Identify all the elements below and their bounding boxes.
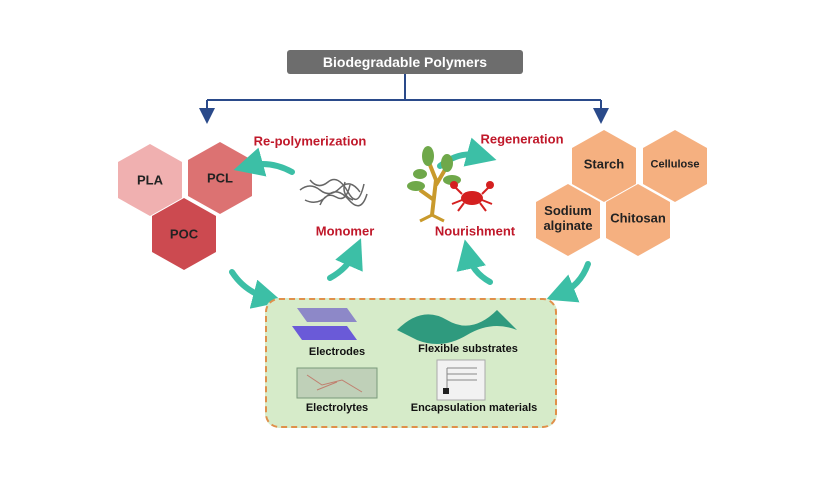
title-box: Biodegradable Polymers — [287, 50, 523, 74]
label-flexible-substrates: Flexible substrates — [418, 343, 518, 355]
teal-arrows — [229, 137, 591, 309]
flexible-substrate-icon — [397, 310, 517, 344]
label-cellulose: Cellulose — [650, 158, 700, 171]
label-chitosan: Chitosan — [610, 210, 666, 226]
hex-poc — [152, 198, 216, 270]
label-poc: POC — [169, 226, 199, 242]
plant-icon — [407, 146, 461, 223]
label-starch: Starch — [583, 156, 625, 172]
label-monomer: Monomer — [315, 223, 375, 239]
label-pcl: PCL — [207, 170, 233, 186]
electrodes-icon — [292, 308, 357, 340]
label-electrolytes: Electrolytes — [305, 402, 369, 414]
arrow-apps-to-monomer — [327, 238, 363, 281]
encapsulation-icon — [436, 359, 486, 401]
label-regeneration: Regeneration — [480, 131, 564, 147]
monomer-icon — [299, 178, 368, 207]
arrow-apps-to-nourishment — [456, 239, 493, 285]
hex-pla — [118, 144, 182, 216]
crab-icon — [450, 181, 494, 212]
hexagons — [118, 130, 707, 270]
hex-cellulose — [643, 130, 707, 202]
arrow-to-synthetic — [233, 147, 295, 177]
label-nourishment: Nourishment — [434, 223, 516, 239]
label-sodium-alginate: Sodium alginate — [543, 203, 593, 233]
label-repolymerization: Re-polymerization — [253, 133, 367, 149]
hex-chitosan — [606, 184, 670, 256]
applications-box: Electrodes Flexible substrates Electroly… — [265, 298, 557, 428]
connector-lines — [199, 74, 609, 124]
label-pla: PLA — [137, 172, 163, 188]
hex-sodium-alginate — [536, 184, 600, 256]
electrolytes-icon — [296, 367, 378, 399]
arrow-synthetic-to-apps — [229, 269, 283, 309]
label-electrodes: Electrodes — [308, 346, 366, 358]
label-encapsulation-materials: Encapsulation materials — [410, 402, 538, 414]
arrow-natural-to-apps — [546, 261, 591, 303]
hex-starch — [572, 130, 636, 202]
